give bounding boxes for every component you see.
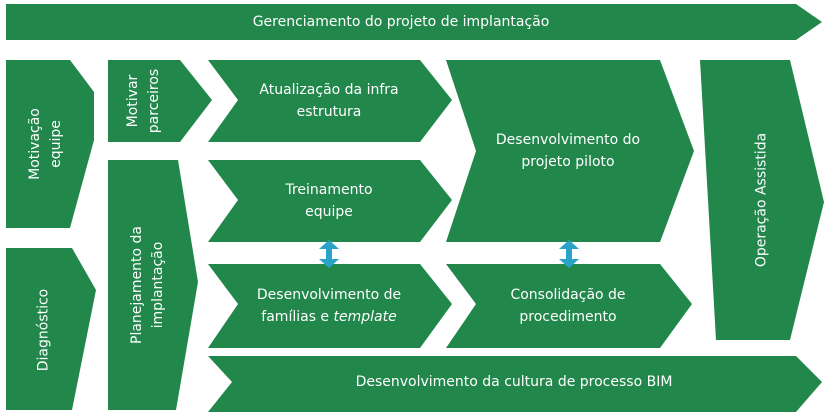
connector-piloto-consolidacao	[559, 240, 579, 268]
consolidacao-line-2: procedimento	[519, 309, 617, 325]
treinamento-label: Treinamento equipe	[238, 179, 420, 223]
atualizacao-line-1: Atualização da infra	[259, 82, 399, 98]
double-headed-vertical-arrow-icon	[559, 240, 579, 268]
consolidacao-line-1: Consolidação de	[510, 287, 626, 303]
treinamento-line-1: Treinamento	[285, 182, 373, 198]
bottom-bar-label: Desenvolvimento da cultura de processo B…	[355, 374, 673, 390]
atualizacao-label: Atualização da infra estrutura	[238, 79, 420, 123]
projeto-piloto-label: Desenvolvimento do projeto piloto	[476, 129, 660, 173]
familias-line-2-italic: template	[333, 309, 397, 325]
operacao-assistida-label: Operação Assistida	[753, 132, 770, 268]
bottom-bar-arrow	[208, 356, 822, 412]
consolidacao-label: Consolidação de procedimento	[476, 284, 660, 328]
projeto-piloto-arrow	[446, 60, 694, 242]
familias-line-2-prefix: famílias e	[261, 309, 334, 325]
familias-label: Desenvolvimento de famílias e template	[238, 284, 420, 328]
familias-line-1: Desenvolvimento de	[256, 287, 402, 303]
planejamento-line-1: Planejamento da	[129, 226, 145, 344]
motivar-parceiros-line-1: Motivar	[125, 74, 141, 128]
treinamento-line-2: equipe	[305, 204, 353, 220]
motivacao-equipe-arrow	[6, 60, 94, 228]
operacao-assistida-arrow	[700, 60, 824, 340]
treinamento-arrow	[208, 160, 452, 242]
planejamento-label: Planejamento da implantação	[127, 226, 169, 344]
motivar-parceiros-line-2: parceiros	[146, 68, 162, 134]
motivar-parceiros-arrow	[108, 60, 212, 142]
diagnostico-label: Diagnóstico	[35, 288, 52, 372]
double-headed-vertical-arrow-icon	[319, 240, 339, 268]
motivar-parceiros-label: Motivar parceiros	[123, 69, 165, 133]
familias-arrow	[208, 264, 452, 348]
top-bar-arrow	[6, 4, 822, 40]
familias-line-2: famílias e template	[238, 306, 420, 328]
motivacao-equipe-line-1: Motivação	[27, 108, 43, 180]
projeto-piloto-line-2: projeto piloto	[521, 154, 615, 170]
planejamento-line-2: implantação	[150, 241, 166, 329]
atualizacao-arrow	[208, 60, 452, 142]
atualizacao-line-2: estrutura	[296, 104, 362, 120]
projeto-piloto-line-1: Desenvolvimento do	[495, 132, 641, 148]
connector-treinamento-familias	[319, 240, 339, 268]
top-bar-label: Gerenciamento do projeto de implantação	[252, 14, 550, 30]
planejamento-arrow	[108, 160, 198, 410]
motivacao-equipe-line-2: equipe	[48, 120, 64, 168]
motivacao-equipe-label: Motivação equipe	[25, 108, 67, 180]
consolidacao-arrow	[446, 264, 692, 348]
diagnostico-arrow	[6, 248, 96, 410]
